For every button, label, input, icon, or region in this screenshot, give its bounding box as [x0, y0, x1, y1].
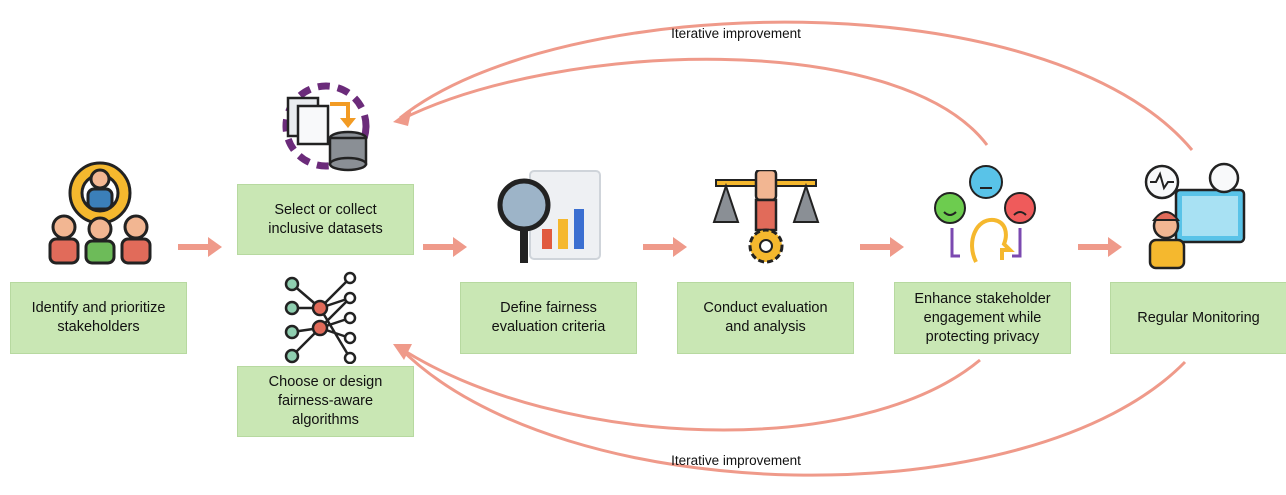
step-box-algorithms: Choose or design fairness-aware algorith… — [237, 366, 414, 437]
step-box-datasets: Select or collect inclusive datasets — [237, 184, 414, 255]
step-box-monitoring: Regular Monitoring — [1110, 282, 1286, 354]
neural-network-icon — [284, 271, 357, 364]
feedback-curve-monitoring-top — [399, 20, 1194, 151]
feedback-arrowhead-bottom — [393, 344, 412, 360]
arrow-criteria-to-evaluation — [643, 237, 687, 257]
step-box-engagement: Enhance stakeholder engagement while pro… — [894, 282, 1071, 354]
step-arrows — [178, 237, 1122, 257]
step-box-stakeholders: Identify and prioritize stakeholders — [10, 282, 187, 354]
step-box-criteria: Define fairness evaluation criteria — [460, 282, 637, 354]
dataset-database-icon — [282, 82, 370, 172]
arrow-evaluation-to-engagement — [860, 237, 904, 257]
magnifier-chart-icon — [497, 170, 601, 263]
arrow-datasets-to-criteria — [423, 237, 467, 257]
bottom-feedback-label: Iterative improvement — [671, 453, 801, 468]
emotion-faces-icon — [934, 165, 1036, 263]
feedback-curve-monitoring-bottom — [398, 346, 1187, 477]
step-box-evaluation: Conduct evaluation and analysis — [677, 282, 854, 354]
feedback-curve-engagement-bottom — [399, 346, 981, 432]
feedback-curve-engagement-top — [399, 57, 989, 146]
stakeholders-gear-icon — [48, 161, 152, 265]
monitoring-worker-icon — [1144, 162, 1246, 270]
justice-scale-icon — [712, 170, 820, 264]
arrow-engagement-to-monitoring — [1078, 237, 1122, 257]
arrow-stakeholders-to-datasets — [178, 237, 222, 257]
top-feedback-label: Iterative improvement — [671, 26, 801, 41]
feedback-arrowhead-top — [393, 108, 412, 126]
